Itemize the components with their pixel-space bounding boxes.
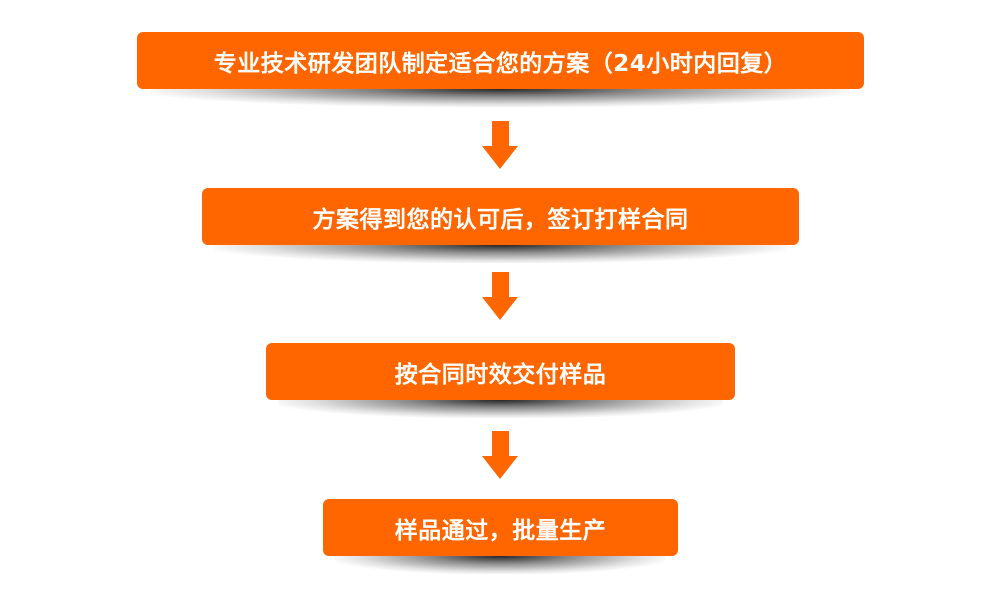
step-2-shadow (215, 245, 785, 263)
step-2-label: 方案得到您的认可后，签订打样合同 (312, 206, 689, 233)
step-4-box: 样品通过，批量生产 (323, 499, 678, 556)
step-1-label: 专业技术研发团队制定适合您的方案（24小时内回复） (213, 50, 788, 77)
step-4-shadow (335, 556, 665, 574)
arrow-down-icon (482, 121, 518, 169)
step-2-box: 方案得到您的认可后，签订打样合同 (202, 188, 799, 245)
arrow-down-icon (482, 272, 518, 320)
step-1-box: 专业技术研发团队制定适合您的方案（24小时内回复） (137, 32, 864, 89)
step-1-shadow (150, 89, 850, 107)
step-3-label: 按合同时效交付样品 (394, 361, 607, 388)
arrow-down-icon (482, 431, 518, 479)
step-3-shadow (278, 400, 723, 418)
step-4-label: 样品通过，批量生产 (394, 517, 607, 544)
step-3-box: 按合同时效交付样品 (266, 343, 735, 400)
